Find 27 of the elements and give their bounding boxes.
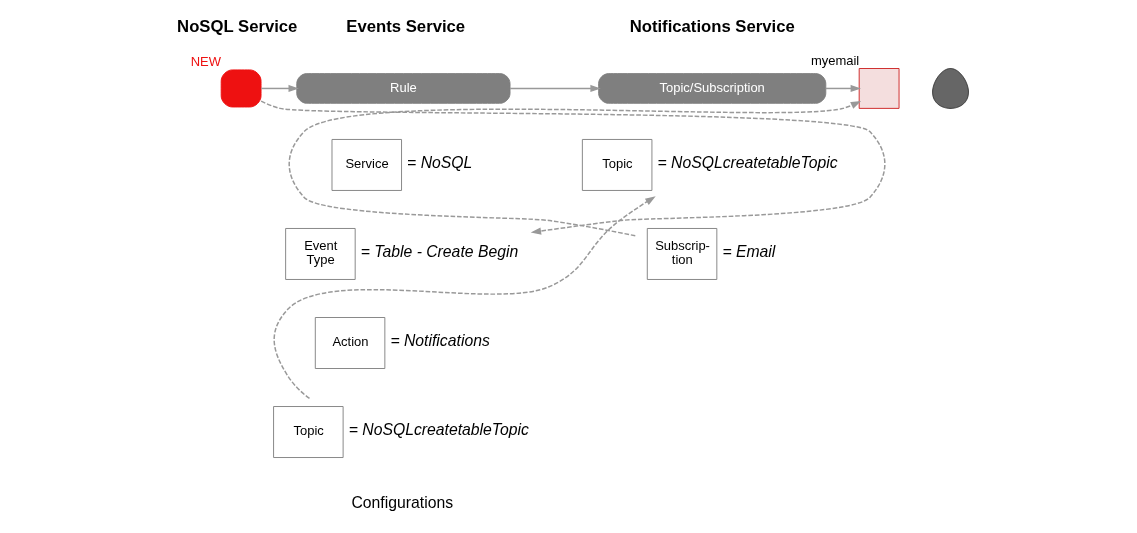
arrow xyxy=(824,84,861,93)
node-box xyxy=(858,68,900,109)
node-label: = Notifications xyxy=(389,331,490,349)
label: Configurations xyxy=(350,494,453,512)
node-box xyxy=(220,69,261,108)
node-label: myemail xyxy=(810,52,859,68)
arrow xyxy=(272,196,656,400)
node-box: Rule xyxy=(295,73,510,104)
arrow xyxy=(259,84,299,93)
node-label: = NoSQL xyxy=(406,153,472,171)
node-label: = Email xyxy=(721,242,775,260)
node-person xyxy=(931,68,969,109)
label: Events Service xyxy=(345,16,465,36)
node-box: Event Type xyxy=(284,228,356,280)
node-label: = Table - Create Begin xyxy=(360,242,518,260)
label: NoSQL Service xyxy=(176,16,297,36)
node-label: = NoSQLcreatetableTopic xyxy=(348,420,529,438)
node-box: Action xyxy=(314,317,385,369)
node-box: Service xyxy=(331,139,402,191)
arrow xyxy=(508,84,601,93)
node-box: Subscrip- tion xyxy=(646,228,717,280)
node-label: = NoSQLcreatetableTopic xyxy=(656,153,838,171)
node-label: NEW xyxy=(190,54,221,70)
label: Notifications Service xyxy=(629,16,795,36)
node-box: Topic xyxy=(272,406,344,458)
node-box: Topic xyxy=(581,139,652,191)
node-box: Topic/Subscription xyxy=(597,73,826,104)
